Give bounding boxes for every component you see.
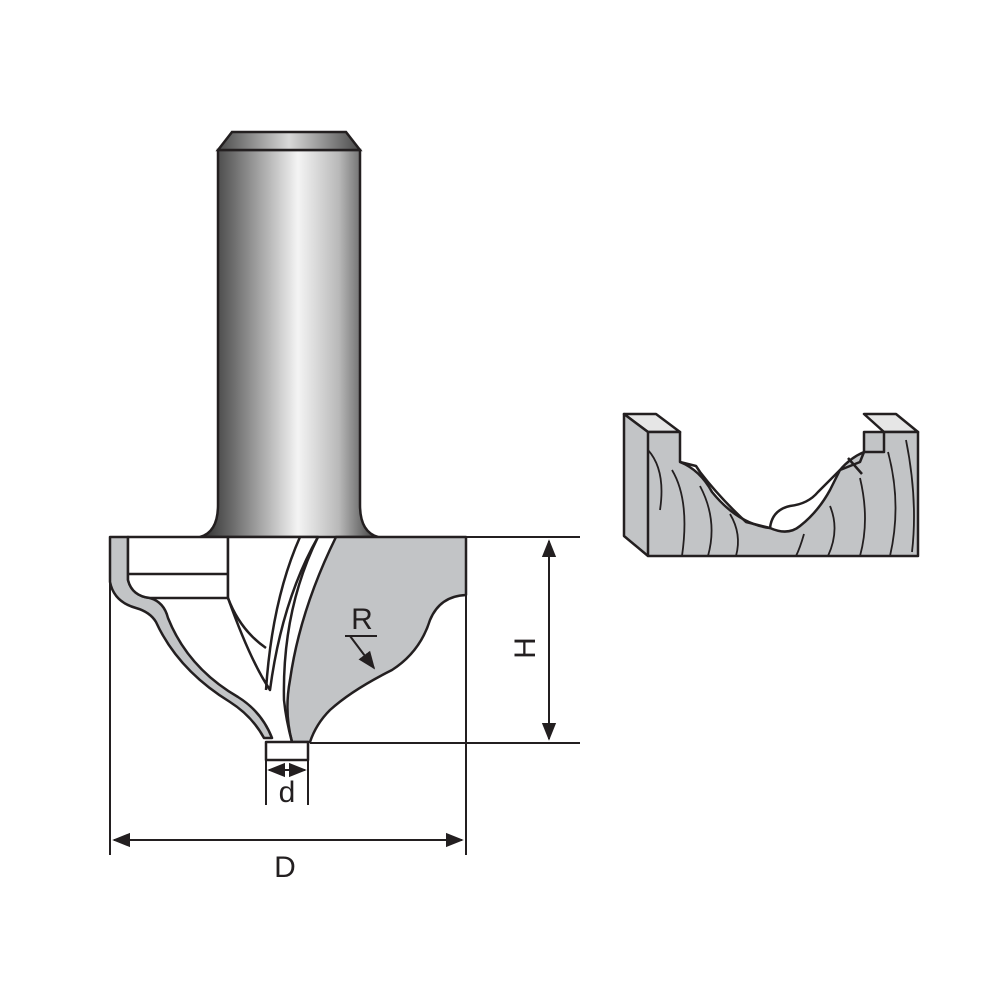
carbide-blade <box>286 535 468 744</box>
shank <box>199 130 379 539</box>
dimensions <box>109 536 580 855</box>
shank-chamfer <box>215 130 363 152</box>
r-label: R <box>351 603 373 636</box>
cutter-body <box>108 535 468 762</box>
wood-grain-5 <box>795 533 805 557</box>
shank-body <box>199 148 379 539</box>
wood-front <box>622 412 920 558</box>
r-arrow-line <box>349 635 376 670</box>
wood-step-right <box>847 432 886 475</box>
flute-line-2 <box>264 536 302 691</box>
flute <box>226 535 320 692</box>
dimension-labels: R H d D <box>274 603 542 884</box>
wood-grain-7 <box>859 477 866 557</box>
flute-line-1 <box>226 597 267 650</box>
wood-profile-edge <box>679 460 771 530</box>
wood-grain-1 <box>647 449 663 511</box>
wood-grain-2 <box>671 469 686 557</box>
tip <box>264 740 310 762</box>
wood-grain-9 <box>905 439 915 553</box>
wood-profile <box>622 412 920 558</box>
h-label: H <box>509 637 542 659</box>
left-cutting-edge <box>108 535 274 740</box>
blade-edge <box>282 536 320 743</box>
wood-grain-8 <box>887 451 897 557</box>
d-small-label: d <box>279 776 296 809</box>
d-big-label: D <box>274 851 296 884</box>
wood-ogee-edge <box>768 451 866 529</box>
left-step <box>126 535 230 600</box>
wood-grain-6 <box>827 505 836 557</box>
wood-grain-3 <box>699 485 713 557</box>
wood-grain-4 <box>729 513 739 557</box>
wood-top-right <box>862 412 920 434</box>
